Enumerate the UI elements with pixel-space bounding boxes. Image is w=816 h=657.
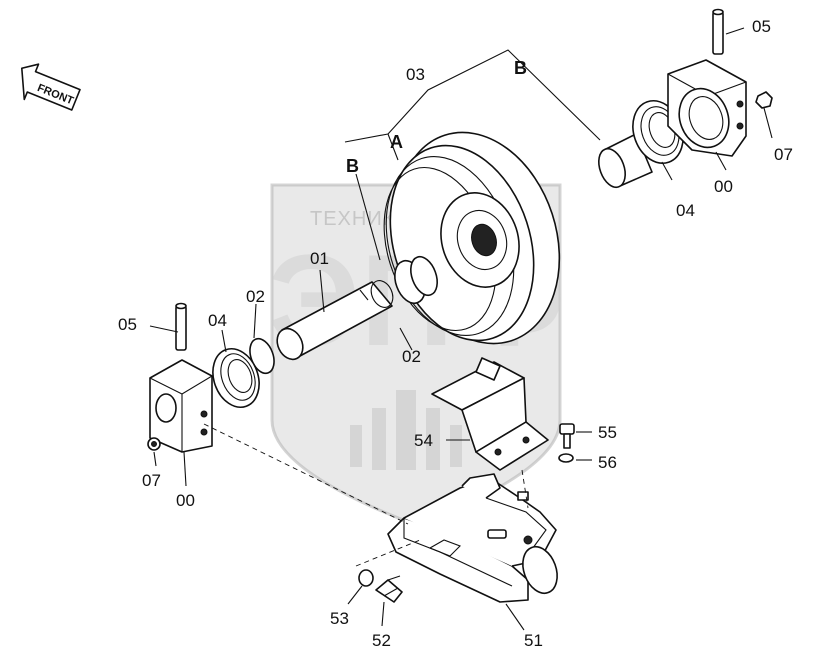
callout-04-right: 04 [676,201,695,220]
callouts: 03 A B B 05 07 00 04 01 02 02 05 04 07 0… [118,17,793,650]
callout-01: 01 [310,249,329,268]
bolt-52 [375,575,403,603]
watermark-emblem [350,390,462,470]
support-left [149,359,213,453]
callout-07-left: 07 [142,471,161,490]
callout-56: 56 [598,453,617,472]
callout-53: 53 [330,609,349,628]
callout-a: A [390,132,403,152]
support-right [667,59,747,157]
callout-02-left: 02 [246,287,265,306]
plug-right [755,91,773,109]
callout-03: 03 [406,65,425,84]
callout-52: 52 [372,631,391,650]
pin-left [175,302,187,351]
callout-04-left: 04 [208,311,227,330]
callout-05-right: 05 [752,17,771,36]
leader-lines [149,27,773,631]
yoke [387,473,558,603]
callout-b-left: B [346,156,359,176]
bolt-55 [559,423,575,449]
callout-51: 51 [524,631,543,650]
callout-00-left: 00 [176,491,195,510]
callout-b-top: B [514,58,527,78]
callout-02-mid: 02 [402,347,421,366]
washer-53 [358,569,374,587]
plug-left [147,437,161,451]
pin-right [712,8,724,55]
callout-00-right: 00 [714,177,733,196]
callout-07-right: 07 [774,145,793,164]
front-arrow: FRONT [20,63,81,111]
shaft [276,280,394,361]
washer-56 [558,453,574,463]
bushing-center [394,255,438,305]
callout-54: 54 [414,431,433,450]
callout-55: 55 [598,423,617,442]
bracket [431,357,549,471]
callout-05-left: 05 [118,315,137,334]
